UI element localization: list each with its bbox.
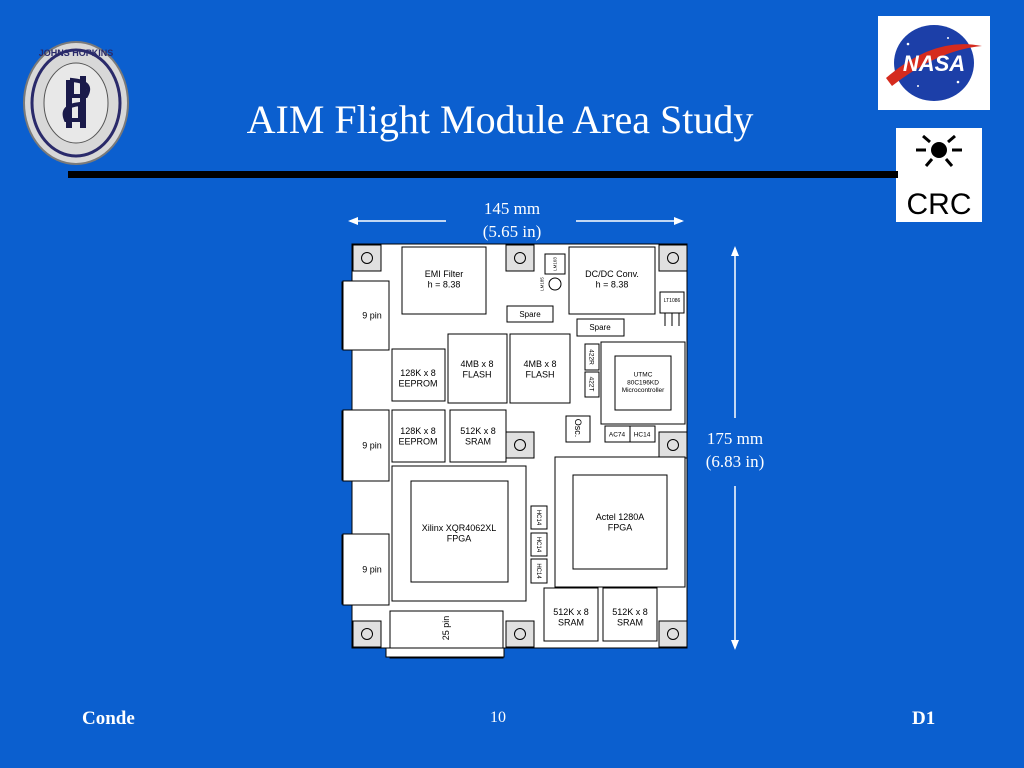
mount-hole-top-left	[352, 244, 382, 272]
sram-chip-2	[543, 587, 599, 642]
db9-connector-1	[342, 280, 390, 351]
spare-2-label: Spare	[589, 323, 611, 332]
db9-label-1: 9 pin	[362, 311, 382, 321]
sram-chip-1	[449, 409, 507, 463]
eeprom-chip-1	[391, 348, 446, 402]
width-dimension-label: 145 mm (5.65 in)	[462, 197, 562, 243]
db25-flange	[385, 647, 505, 658]
mount-hole-mid	[505, 431, 535, 459]
width-arrowhead-left	[348, 217, 358, 225]
db9-connector-3	[342, 533, 390, 606]
title-divider	[68, 171, 898, 178]
eeprom-chip-2	[391, 409, 446, 463]
mount-hole-bottom-right	[658, 620, 688, 648]
hc14-col-1	[530, 505, 548, 530]
lt1086-label: LT1086	[664, 298, 681, 304]
mount-hole-mid-hole	[514, 439, 526, 451]
mount-hole-top-right-hole	[667, 252, 679, 264]
db25-label: 25 pin	[441, 616, 451, 641]
utmc-die	[614, 355, 672, 411]
spare-2	[576, 318, 625, 337]
hc14-col-1-label: HC14	[535, 510, 541, 526]
driver-422r-label: 422R	[588, 349, 595, 365]
crc-logo: CRC	[896, 128, 982, 222]
driver-422r	[584, 343, 600, 371]
driver-422t-label: 422T	[588, 377, 595, 392]
jhu-seal-logo: JOHNS HOPKINS	[23, 41, 129, 165]
hc14-logic-label: HC14	[634, 431, 651, 438]
mount-hole-top-right	[658, 244, 688, 272]
svg-text:JOHNS HOPKINS: JOHNS HOPKINS	[39, 48, 114, 58]
svg-text:CRC: CRC	[907, 188, 972, 221]
lm103-label: LM103	[553, 257, 558, 271]
mount-hole-top-mid	[505, 244, 535, 272]
driver-422t	[584, 371, 600, 398]
flash-chip-1	[447, 333, 508, 404]
mount-hole-bottom-left-hole	[361, 628, 373, 640]
width-arrowhead-right	[674, 217, 684, 225]
db9-label-3: 9 pin	[362, 565, 382, 575]
hc14-col-3-label: HC14	[535, 563, 541, 579]
svg-text:NASA: NASA	[903, 51, 965, 76]
xilinx-die	[410, 480, 509, 583]
ac74-label: AC74	[609, 431, 626, 438]
lm185-part	[548, 277, 562, 291]
height-arrowhead-bottom	[731, 640, 739, 650]
lm103-part	[544, 253, 566, 275]
lm185-label: LM185	[540, 277, 545, 291]
slide-title: AIM Flight Module Area Study	[246, 97, 754, 142]
db9-label-2: 9 pin	[362, 441, 382, 451]
height-in: (6.83 in)	[705, 452, 765, 471]
height-arrowhead-top	[731, 246, 739, 256]
actel-die	[572, 474, 668, 570]
dcdc-label: DC/DC Conv.h = 8.38	[585, 269, 639, 290]
dcdc-converter	[568, 246, 656, 315]
width-in: (5.65 in)	[482, 222, 542, 241]
spare-1	[506, 305, 554, 323]
hc14-logic-chip	[629, 425, 656, 443]
mount-hole-bottom-mid-hole	[514, 628, 526, 640]
oscillator	[565, 415, 591, 443]
mount-hole-right-mid	[658, 431, 688, 459]
footer-author: Conde	[82, 708, 135, 729]
height-dimension-label: 175 mm (6.83 in)	[690, 427, 780, 473]
sram-chip-3	[602, 587, 658, 642]
hc14-col-2-label: HC14	[535, 537, 541, 553]
mount-hole-bottom-left	[352, 620, 382, 648]
spare-1-label: Spare	[519, 310, 541, 319]
emi-filter	[401, 246, 487, 315]
hc14-col-3	[530, 558, 548, 584]
db9-connector-2	[342, 409, 390, 482]
mount-hole-right-mid-hole	[667, 439, 679, 451]
mount-hole-top-mid-hole	[514, 252, 526, 264]
nasa-logo: NASA	[878, 16, 990, 110]
footer-doc-id: D1	[912, 708, 936, 729]
flash-chip-2	[509, 333, 571, 404]
mount-hole-bottom-mid	[505, 620, 535, 648]
page-number: 10	[490, 709, 506, 726]
osc-label: Osc.	[573, 419, 583, 438]
mount-hole-bottom-right-hole	[667, 628, 679, 640]
hc14-col-2	[530, 532, 548, 557]
mount-hole-top-left-hole	[361, 252, 373, 264]
height-mm: 175 mm	[706, 429, 764, 448]
width-mm: 145 mm	[483, 199, 541, 218]
